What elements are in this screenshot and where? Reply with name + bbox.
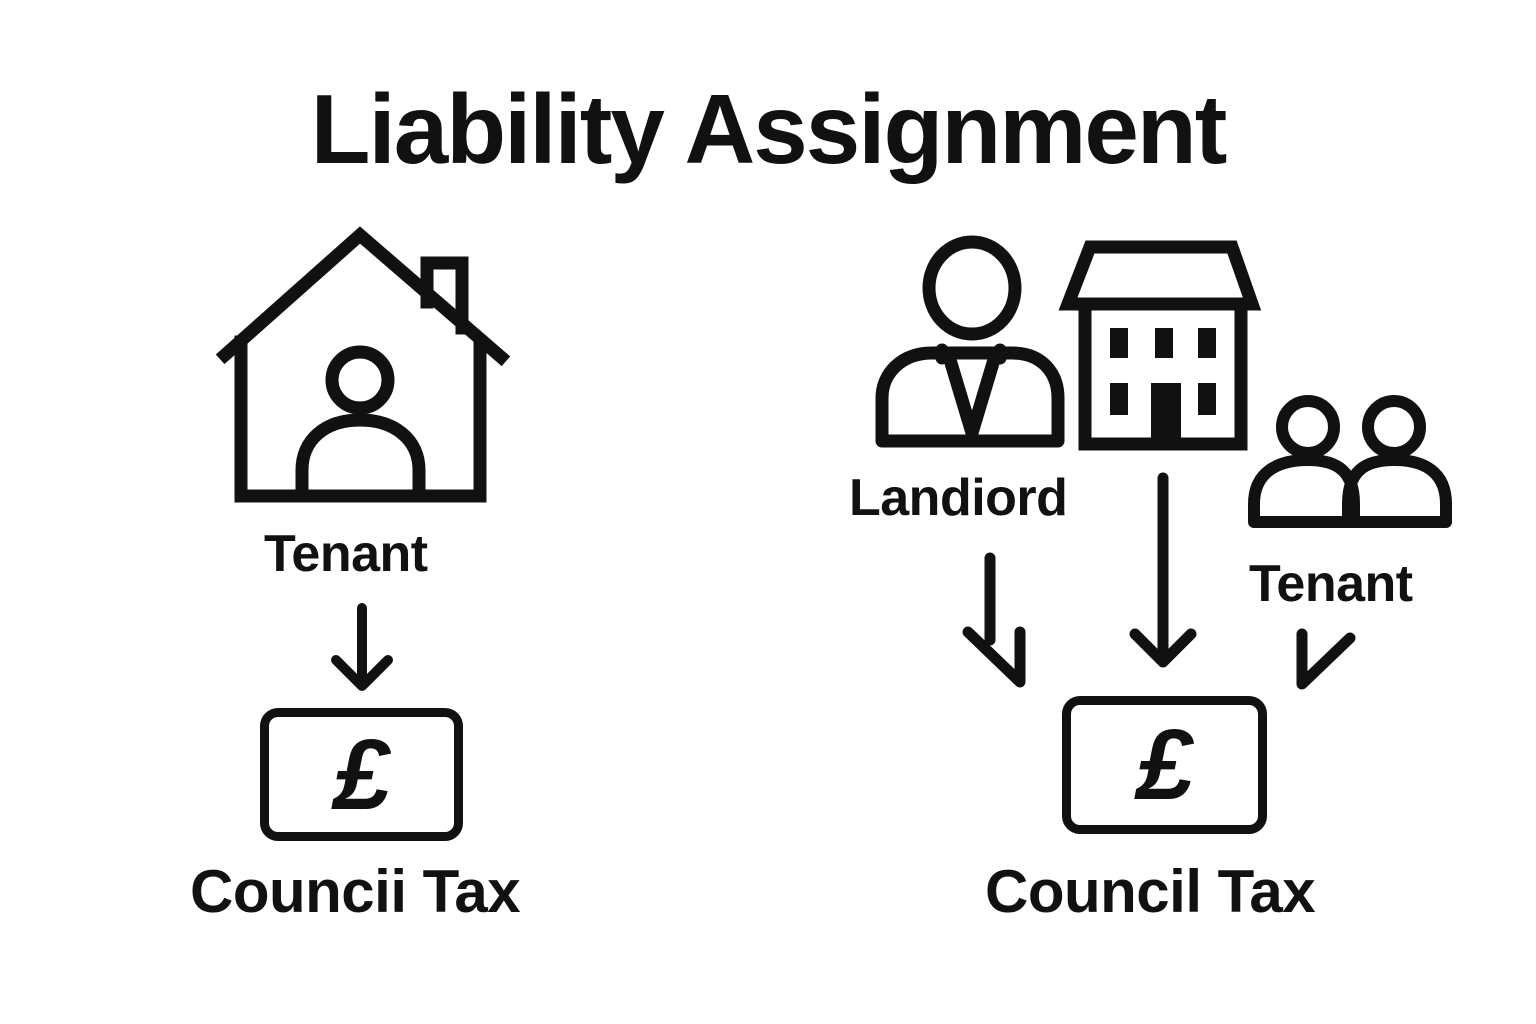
arrow-down-left-icon bbox=[1296, 628, 1356, 690]
council-tax-box: £ bbox=[1062, 696, 1267, 834]
council-tax-label: Council Tax bbox=[985, 858, 1316, 925]
council-tax-box: £ bbox=[260, 708, 463, 841]
two-people-icon bbox=[1248, 395, 1452, 528]
diagram-title: Liability Assignment bbox=[310, 74, 1228, 184]
arrow-down-right-icon bbox=[962, 552, 1026, 688]
landlord-person-icon bbox=[875, 235, 1065, 448]
pound-sign-icon: £ bbox=[1136, 709, 1193, 821]
council-tax-label: Councii Tax bbox=[190, 858, 521, 925]
tenant-label: Tenant bbox=[264, 525, 428, 583]
house-with-person-icon bbox=[215, 226, 511, 503]
arrow-down-icon bbox=[331, 603, 393, 691]
pound-sign-icon: £ bbox=[333, 718, 390, 831]
landlord-label: Landiord bbox=[849, 469, 1068, 527]
building-icon bbox=[1058, 240, 1262, 451]
arrow-down-icon bbox=[1129, 472, 1197, 668]
tenant-label: Tenant bbox=[1249, 555, 1413, 613]
